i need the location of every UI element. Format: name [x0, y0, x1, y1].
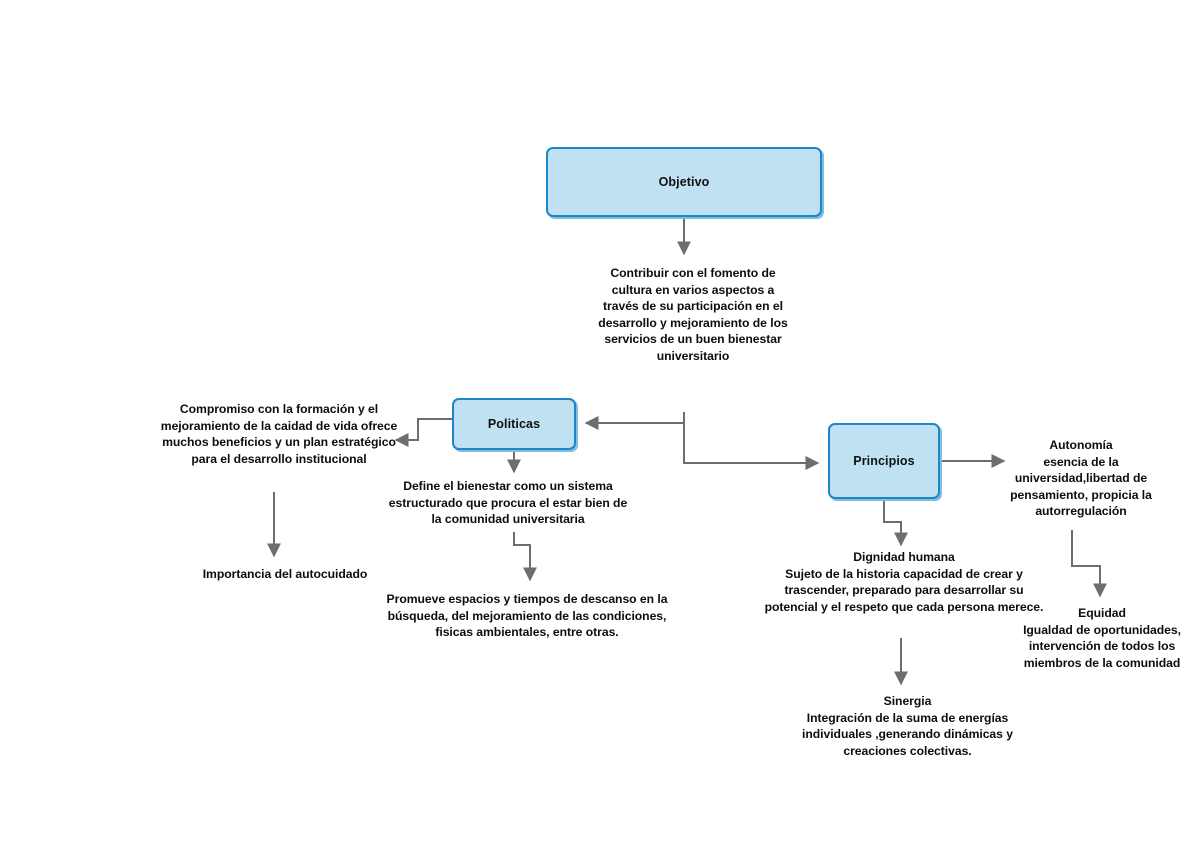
text-equidad-body: Igualdad de oportunidades, intervención …: [1023, 622, 1181, 670]
edge-detalle-to-principios: [683, 412, 820, 470]
node-politicas-label: Politicas: [487, 417, 541, 431]
node-principios[interactable]: Principios: [828, 423, 940, 499]
text-promueve-espacios-body: Promueve espacios y tiempos de descanso …: [386, 592, 668, 640]
text-equidad-title: Equidad: [1078, 606, 1126, 620]
text-autonomia: Autonomía esencia de la universidad,libe…: [995, 437, 1167, 520]
text-dignidad-humana-body: Sujeto de la historia capacidad de crear…: [764, 566, 1044, 614]
node-politicas[interactable]: Politicas: [452, 398, 576, 450]
node-objetivo[interactable]: Objetivo: [546, 147, 822, 217]
text-sinergia: Sinergia Integración de la suma de energ…: [800, 693, 1015, 759]
text-define-bienestar-body: Define el bienestar como un sistema estr…: [388, 479, 628, 527]
text-autonomia-body: esencia de la universidad,libertad de pe…: [1010, 454, 1152, 519]
edge-politicas-to-compromiso: [394, 418, 452, 447]
text-promueve-espacios: Promueve espacios y tiempos de descanso …: [382, 591, 672, 641]
node-principios-label: Principios: [853, 454, 915, 468]
text-compromiso-body: Compromiso con la formación y el mejoram…: [160, 402, 398, 466]
text-equidad: Equidad Igualdad de oportunidades, inter…: [1007, 605, 1197, 671]
edge-define-to-promueve: [513, 532, 537, 582]
text-objetivo-detalle: Contribuir con el fomento de cultura en …: [598, 265, 788, 365]
edge-principios-to-dignidad: [883, 501, 908, 547]
text-sinergia-body: Integración de la suma de energías indiv…: [802, 710, 1013, 758]
edge-detalle-to-politicas: [584, 412, 685, 430]
text-compromiso: Compromiso con la formación y el mejoram…: [160, 401, 398, 467]
text-sinergia-title: Sinergia: [883, 694, 932, 708]
text-importancia-autocuidado: Importancia del autocuidado: [200, 566, 370, 583]
text-define-bienestar: Define el bienestar como un sistema estr…: [388, 478, 628, 528]
text-importancia-autocuidado-body: Importancia del autocuidado: [202, 567, 368, 581]
text-autonomia-title: Autonomía: [1049, 438, 1113, 452]
text-objetivo-detalle-body: Contribuir con el fomento de cultura en …: [598, 266, 788, 363]
node-objetivo-label: Objetivo: [658, 175, 710, 189]
edge-autonomia-to-equidad: [1071, 530, 1107, 598]
text-dignidad-humana: Dignidad humana Sujeto de la historia ca…: [760, 549, 1048, 615]
text-dignidad-humana-title: Dignidad humana: [853, 550, 955, 564]
